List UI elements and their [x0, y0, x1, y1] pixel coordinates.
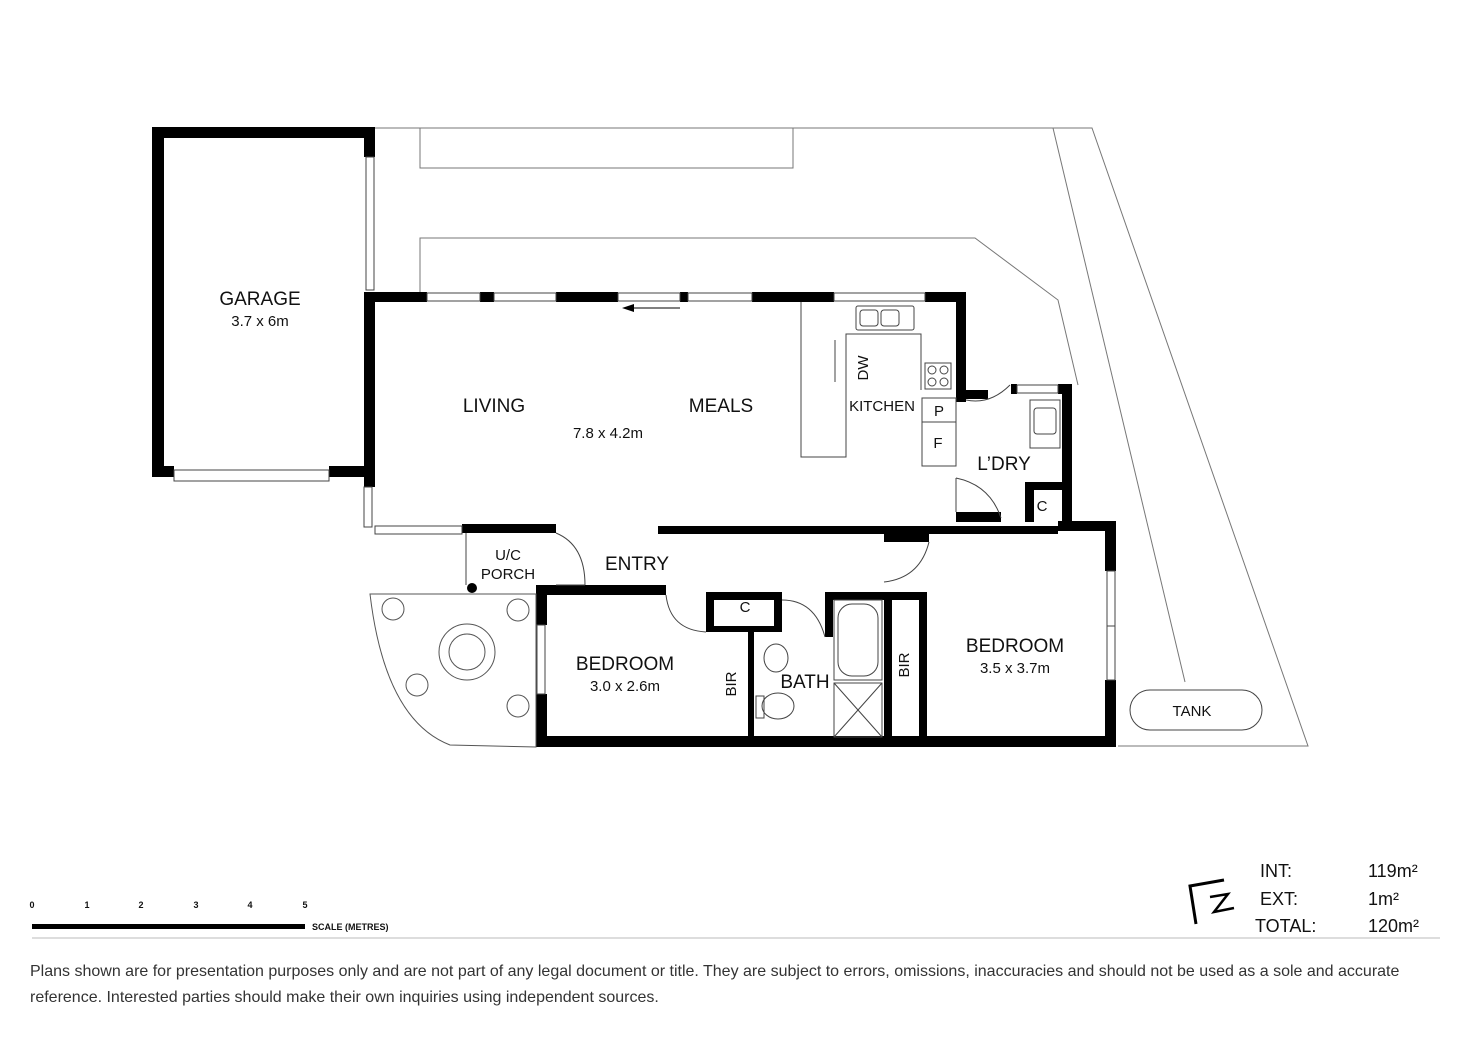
area-ext-value: 1m²: [1368, 889, 1399, 909]
house-walls: [364, 292, 1116, 747]
garage-walls: [152, 127, 375, 477]
garden-bed: [369, 593, 537, 748]
bedroom-left-label: BEDROOM: [576, 654, 674, 675]
scale-tick-5: 5: [302, 900, 307, 910]
garage-door: [173, 469, 330, 482]
living-meals-dims: 7.8 x 4.2m: [573, 425, 643, 442]
area-ext-label: EXT:: [1260, 889, 1298, 909]
scale-tick-1: 1: [84, 900, 89, 910]
area-summary: INT: 119m² EXT: 1m² TOTAL: 120m²: [1255, 861, 1419, 936]
bedroom-right-dims: 3.5 x 3.7m: [980, 660, 1050, 677]
tank-outline: [1129, 689, 1263, 731]
porch-label-line2: PORCH: [481, 566, 535, 583]
tank-label: TANK: [1173, 703, 1212, 720]
scale-tick-3: 3: [193, 900, 198, 910]
entry-label: ENTRY: [605, 554, 669, 575]
area-int-label: INT:: [1260, 861, 1292, 881]
scale-title: SCALE (METRES): [312, 922, 389, 932]
pantry-label: P: [934, 403, 944, 420]
living-windows: [363, 292, 1116, 695]
scale-tick-0: 0: [29, 900, 34, 910]
area-total-value: 120m²: [1368, 916, 1419, 936]
garage-side-window: [365, 156, 375, 291]
bedroom-left-dims: 3.0 x 2.6m: [590, 678, 660, 695]
fridge-label: F: [933, 435, 942, 452]
bir-right-label: BIR: [896, 652, 913, 677]
disclaimer-text: Plans shown are for presentation purpose…: [30, 963, 1400, 1006]
garage-label: GARAGE: [219, 289, 300, 310]
laundry-label: L’DRY: [977, 454, 1031, 475]
garage-dims: 3.7 x 6m: [231, 313, 289, 330]
living-label: LIVING: [463, 396, 525, 417]
scale-tick-2: 2: [138, 900, 143, 910]
meals-label: MEALS: [689, 396, 753, 417]
hall-cupboard-label: C: [740, 599, 751, 616]
bath-fixtures: [755, 599, 883, 738]
scale-bar: 0 1 2 3 4 5 SCALE (METRES): [29, 900, 1440, 939]
sliding-door-arrow: [622, 304, 680, 312]
dishwasher-label: DW: [855, 355, 872, 381]
kitchen-bench: [800, 302, 957, 467]
area-total-label: TOTAL:: [1255, 916, 1316, 936]
bedroom-right-label: BEDROOM: [966, 636, 1064, 657]
area-int-value: 119m²: [1368, 861, 1418, 881]
porch-label-line1: U/C: [495, 547, 521, 564]
door-swings: [465, 532, 930, 638]
scale-tick-4: 4: [247, 900, 252, 910]
site-outline: [375, 127, 1309, 747]
bath-label: BATH: [780, 672, 829, 693]
laundry-cupboard-label: C: [1037, 498, 1048, 515]
laundry-fixtures: [955, 384, 1061, 519]
kitchen-label: KITCHEN: [849, 398, 915, 415]
bir-left-label: BIR: [723, 671, 740, 696]
north-arrow-icon: [1188, 878, 1235, 925]
